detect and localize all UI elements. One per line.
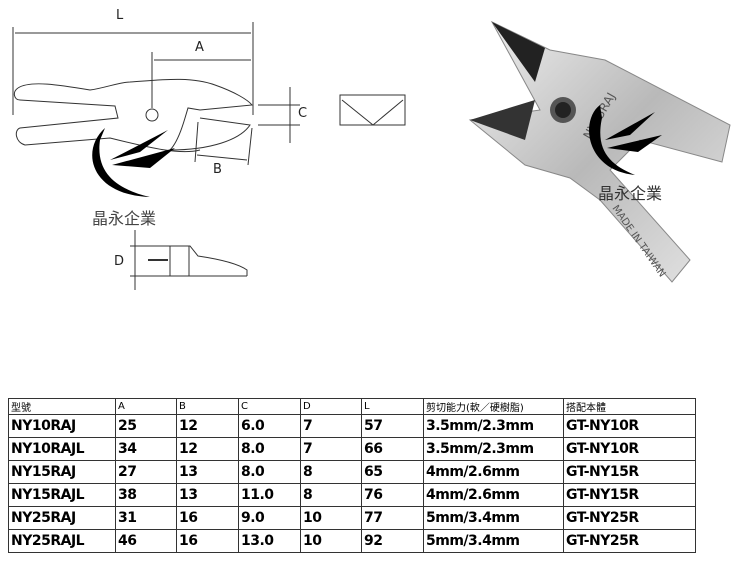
table-cell: 8.0 — [238, 437, 301, 461]
dimension-label-a: A — [195, 40, 204, 55]
column-header: 搭配本體 — [563, 398, 696, 415]
column-header: B — [176, 398, 239, 415]
column-header: A — [115, 398, 177, 415]
column-header: 型號 — [8, 398, 116, 415]
table-cell: GT-NY25R — [563, 506, 696, 530]
column-header: L — [361, 398, 424, 415]
table-cell: GT-NY15R — [563, 460, 696, 484]
table-cell: GT-NY10R — [563, 414, 696, 438]
table-cell: 12 — [176, 414, 239, 438]
table-cell: 3.5mm/2.3mm — [423, 437, 564, 461]
table-cell: NY15RAJ — [8, 460, 116, 484]
table-cell: 4mm/2.6mm — [423, 483, 564, 507]
table-cell: 10 — [300, 529, 362, 553]
table-cell: 9.0 — [238, 506, 301, 530]
table-cell: NY10RAJL — [8, 437, 116, 461]
table-cell: 13 — [176, 460, 239, 484]
table-cell: NY25RAJL — [8, 529, 116, 553]
table-cell: 92 — [361, 529, 424, 553]
dimension-label-d: D — [114, 254, 125, 269]
table-cell: 46 — [115, 529, 177, 553]
dimension-label-b: B — [213, 162, 222, 177]
table-cell: 3.5mm/2.3mm — [423, 414, 564, 438]
table-cell: 25 — [115, 414, 177, 438]
table-cell: 8.0 — [238, 460, 301, 484]
table-cell: 8 — [300, 483, 362, 507]
column-header: D — [300, 398, 362, 415]
table-cell: 5mm/3.4mm — [423, 506, 564, 530]
table-cell: NY15RAJL — [8, 483, 116, 507]
table-cell: 77 — [361, 506, 424, 530]
table-cell: 8 — [300, 460, 362, 484]
table-cell: 76 — [361, 483, 424, 507]
dimension-label-c: C — [298, 106, 308, 121]
table-cell: 4mm/2.6mm — [423, 460, 564, 484]
table-cell: 10 — [300, 506, 362, 530]
brand-name: 晶永企業 — [92, 209, 157, 228]
technical-drawing — [12, 22, 406, 290]
table-cell: GT-NY10R — [563, 437, 696, 461]
table-cell: 57 — [361, 414, 424, 438]
product-photo: NY25RAJ MADE IN TAIWAN — [468, 20, 731, 283]
table-cell: 38 — [115, 483, 177, 507]
table-cell: 16 — [176, 529, 239, 553]
table-cell: GT-NY15R — [563, 483, 696, 507]
table-cell: 7 — [300, 414, 362, 438]
brand-logo — [92, 128, 175, 197]
table-cell: 5mm/3.4mm — [423, 529, 564, 553]
table-cell: 12 — [176, 437, 239, 461]
table-cell: NY25RAJ — [8, 506, 116, 530]
dimension-label-l: L — [116, 8, 124, 23]
table-cell: GT-NY25R — [563, 529, 696, 553]
column-header: C — [238, 398, 301, 415]
table-cell: 11.0 — [238, 483, 301, 507]
table-cell: NY10RAJ — [8, 414, 116, 438]
table-cell: 7 — [300, 437, 362, 461]
table-cell: 66 — [361, 437, 424, 461]
table-cell: 13.0 — [238, 529, 301, 553]
photo-brand-name: 晶永企業 — [598, 184, 663, 203]
table-cell: 16 — [176, 506, 239, 530]
column-header: 剪切能力(軟／硬樹脂) — [423, 398, 564, 415]
table-cell: 31 — [115, 506, 177, 530]
table-cell: 34 — [115, 437, 177, 461]
table-cell: 6.0 — [238, 414, 301, 438]
table-cell: 13 — [176, 483, 239, 507]
table-cell: 65 — [361, 460, 424, 484]
table-cell: 27 — [115, 460, 177, 484]
